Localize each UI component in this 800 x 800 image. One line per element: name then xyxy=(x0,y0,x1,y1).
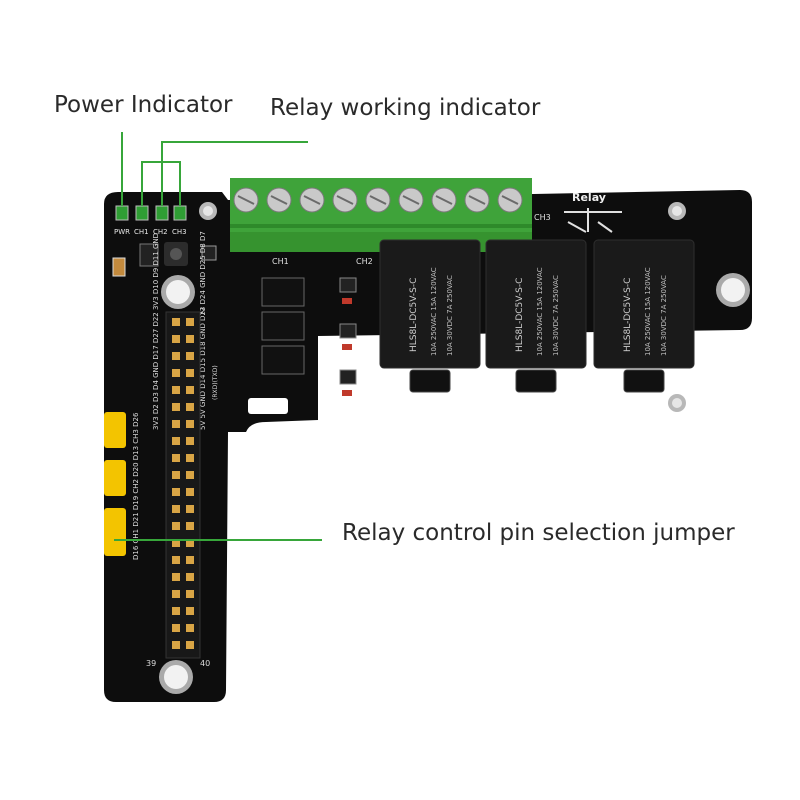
callout-power: Power Indicator xyxy=(54,92,233,118)
relay-part-label: HLS8L-DC5V-S-C xyxy=(409,278,419,352)
header-pin xyxy=(172,420,180,428)
callout-line-relay-branch xyxy=(141,161,181,206)
header-pin xyxy=(172,522,180,530)
header-pin xyxy=(186,437,194,445)
header-pin xyxy=(186,454,194,462)
callout-jumper: Relay control pin selection jumper xyxy=(342,520,735,546)
led-label-pwr: PWR xyxy=(114,228,130,236)
pin-column-text-1: D16 CH1 D21 D19 CH2 D20 D13 CH3 D26 xyxy=(132,412,140,560)
channel-label-ch3: CH3 xyxy=(534,213,551,222)
board-title: 3-CH Relay for Jetson Nano xyxy=(386,400,599,416)
board-notch xyxy=(248,398,288,414)
header-pin xyxy=(186,318,194,326)
callout-lines xyxy=(114,132,322,541)
header-pin xyxy=(186,624,194,632)
header-pin-39: 39 xyxy=(146,659,156,668)
mounting-holes xyxy=(159,202,750,694)
small-chip xyxy=(139,243,159,267)
header-pin xyxy=(186,590,194,598)
header-pin xyxy=(186,335,194,343)
gpio-header xyxy=(165,311,201,659)
header-pin xyxy=(172,607,180,615)
header-pin xyxy=(186,352,194,360)
relay-rating-2: 10A 30VDC 7A 250VAC xyxy=(660,275,668,356)
transistors xyxy=(339,277,357,396)
optocouplers xyxy=(261,277,305,375)
header-pin xyxy=(172,369,180,377)
resistor xyxy=(112,257,126,277)
status-leds xyxy=(115,205,187,221)
relay-symbol-label: Relay xyxy=(572,191,606,204)
pin-column-text-3: 5V 5V GND D14 D15 D18 GND D23 D24 GND D2… xyxy=(199,231,207,430)
header-pin xyxy=(172,454,180,462)
header-pin xyxy=(172,403,180,411)
relay-1: HLS8L-DC5V-S-C 10A 250VAC 15A 120VAC 10A 3… xyxy=(379,239,481,393)
callout-relay-indicator: Relay working indicator xyxy=(270,95,541,121)
relay-rating-2: 10A 30VDC 7A 250VAC xyxy=(446,275,454,356)
header-pin xyxy=(172,318,180,326)
header-pin xyxy=(172,590,180,598)
led-labels: PWR CH1 CH2 CH3 xyxy=(114,228,187,236)
header-pin xyxy=(172,335,180,343)
header-pin xyxy=(186,607,194,615)
led-label-ch1: CH1 xyxy=(134,228,149,236)
relay-rating-1: 10A 250VAC 15A 120VAC xyxy=(430,267,438,356)
header-pin xyxy=(172,471,180,479)
header-pin xyxy=(172,437,180,445)
relay-rating-1: 10A 250VAC 15A 120VAC xyxy=(536,267,544,356)
header-pin xyxy=(172,539,180,547)
header-pin xyxy=(186,420,194,428)
header-pin xyxy=(186,556,194,564)
header-pin xyxy=(172,352,180,360)
header-pin xyxy=(186,471,194,479)
header-pin xyxy=(186,403,194,411)
relay-part-label: HLS8L-DC5V-S-C xyxy=(515,278,525,352)
header-pin xyxy=(172,556,180,564)
relay-2: HLS8L-DC5V-S-C 10A 250VAC 15A 120VAC 10A 3… xyxy=(485,239,587,393)
header-pin xyxy=(186,573,194,581)
header-pin xyxy=(172,641,180,649)
header-pin xyxy=(172,386,180,394)
uart-label: (RXD)(TXD) xyxy=(212,365,219,400)
header-pin xyxy=(172,488,180,496)
header-pin xyxy=(186,522,194,530)
header-pin xyxy=(186,386,194,394)
callout-line-relay-indicator xyxy=(161,141,308,206)
header-pin xyxy=(186,488,194,496)
led-label-ch2: CH2 xyxy=(153,228,168,236)
header-pin-2: 2 xyxy=(200,307,205,316)
header-pin xyxy=(186,505,194,513)
relays: HLS8L-DC5V-S-C 10A 250VAC 15A 120VAC 10A 3… xyxy=(379,239,695,393)
header-pin-40: 40 xyxy=(200,659,210,668)
header-pin xyxy=(186,369,194,377)
relay-rating-2: 10A 30VDC 7A 250VAC xyxy=(552,275,560,356)
channel-label-ch2: CH2 xyxy=(356,257,373,266)
channel-label-ch1: CH1 xyxy=(272,257,289,266)
header-pin xyxy=(172,573,180,581)
led-label-ch3: CH3 xyxy=(172,228,187,236)
gpio-pins xyxy=(172,318,194,649)
jumper-1 xyxy=(104,412,126,448)
relay-symbol-icon xyxy=(564,208,622,233)
jumper-2 xyxy=(104,460,126,496)
pin-column-text-2: 3V3 D2 D3 D4 GND D17 D27 D22 3V3 D10 D9 … xyxy=(152,233,160,430)
relay-rating-1: 10A 250VAC 15A 120VAC xyxy=(644,267,652,356)
header-pin xyxy=(186,641,194,649)
header-pin xyxy=(186,539,194,547)
jumpers xyxy=(104,412,126,556)
relay-part-label: HLS8L-DC5V-S-C xyxy=(623,278,633,352)
header-pin xyxy=(172,624,180,632)
header-pin xyxy=(172,505,180,513)
relay-3: HLS8L-DC5V-S-C 10A 250VAC 15A 120VAC 10A 3… xyxy=(593,239,695,393)
jumper-3 xyxy=(104,508,126,556)
